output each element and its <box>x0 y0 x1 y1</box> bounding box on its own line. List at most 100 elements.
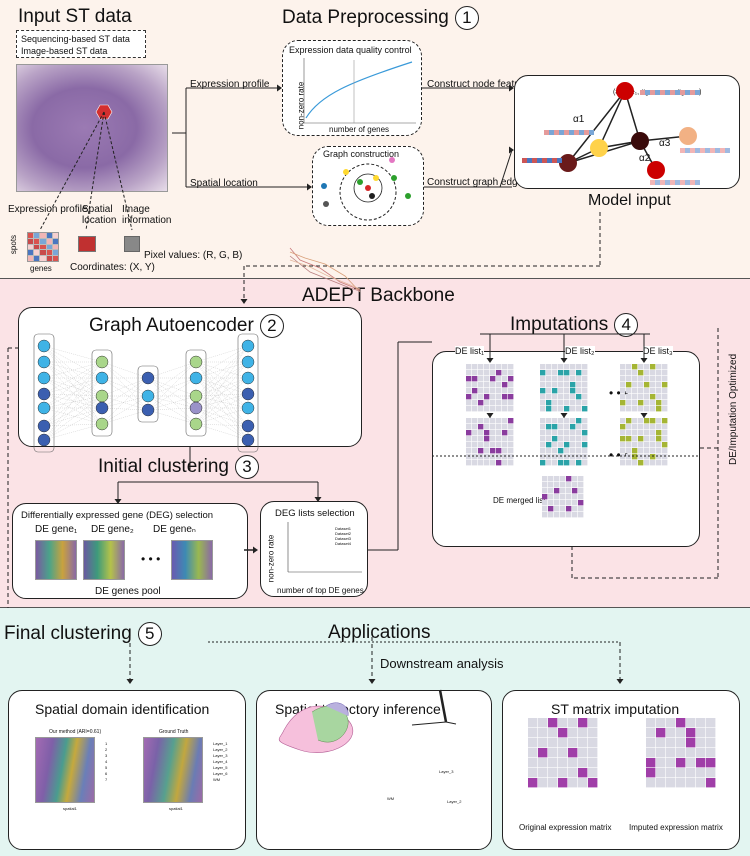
impute-grid-mid <box>582 454 588 460</box>
impute-grid-mid <box>508 448 514 454</box>
impute-grid-top <box>638 394 644 400</box>
imp-matrix <box>646 768 656 778</box>
grid-arrow-head <box>486 413 494 418</box>
impute-grid-top <box>508 382 514 388</box>
ae-edge <box>43 361 103 427</box>
heat-cell <box>52 256 58 261</box>
impute-grid-mid <box>490 448 496 454</box>
impute-grid-mid <box>632 436 638 442</box>
impute-grid-top <box>662 406 668 412</box>
impute-grid-top <box>478 382 484 388</box>
impute-grid-merged <box>554 500 560 506</box>
ae-edge <box>43 361 103 397</box>
graph-node <box>357 179 363 185</box>
impute-grid-mid <box>582 448 588 454</box>
impute-grid-top <box>472 370 478 376</box>
orig-matrix <box>588 768 598 778</box>
imp-matrix <box>646 758 656 768</box>
impute-grid-mid <box>552 430 558 436</box>
deg-series <box>289 259 361 290</box>
heat-cell <box>46 238 52 244</box>
traj-label-layer3: Layer_3 <box>439 769 454 774</box>
impute-grid-mid <box>650 448 656 454</box>
node-feature-bar <box>589 130 594 135</box>
spatial-location-label: Spatial location <box>82 204 117 226</box>
ae-edge <box>195 423 249 441</box>
impute-grid-top <box>638 388 644 394</box>
node-feature-bar <box>660 90 665 95</box>
impute-grid-top <box>540 400 546 406</box>
legend-dataset4: Dataset4 <box>335 541 352 546</box>
ae-edge <box>195 395 249 441</box>
impute-grid-mid <box>502 442 508 448</box>
impute-grid-mid <box>552 454 558 460</box>
heat-cell <box>34 233 40 238</box>
ae-edge <box>101 395 149 411</box>
ae-layer-node <box>241 433 255 447</box>
to-imp-head <box>616 679 624 684</box>
ae-layer-node <box>37 339 51 353</box>
traj-edge-3 <box>445 721 457 725</box>
impute-grid-top <box>620 370 626 376</box>
node-feature-bar <box>552 158 557 163</box>
impute-grid-mid <box>650 442 656 448</box>
impute-grid-top <box>638 364 644 370</box>
ae-edge <box>101 377 149 409</box>
step-2-badge: 2 <box>259 314 284 338</box>
impute-grid-top <box>582 406 588 412</box>
ae-layer-node <box>141 371 155 385</box>
imp-matrix <box>676 718 686 728</box>
imp-matrix <box>696 778 706 788</box>
deg-legend: Dataset1 Dataset2 Dataset3 Dataset4 <box>335 526 351 546</box>
node-feature-bar <box>655 180 660 185</box>
impute-grid-top <box>576 370 582 376</box>
legend-l3: 3 <box>105 753 108 758</box>
model-to-gae-head <box>240 299 248 304</box>
impute-grid-mid <box>502 424 508 430</box>
ae-edge <box>43 423 103 427</box>
impute-grid-top <box>540 394 546 400</box>
impute-grid-top <box>620 406 626 412</box>
impute-grid-merged <box>542 482 548 488</box>
impute-grid-top <box>576 406 582 412</box>
ae-layer-node <box>189 417 203 431</box>
impute-grid-top <box>502 394 508 400</box>
ae-edge <box>43 377 103 395</box>
orig-matrix <box>558 738 568 748</box>
impute-grid-mid <box>490 436 496 442</box>
impute-grid-mid <box>466 418 472 424</box>
impute-grid-top <box>552 394 558 400</box>
orig-matrix <box>548 718 558 728</box>
de-merged-list-label: DE merged list <box>493 496 546 505</box>
impute-grid-merged <box>578 506 584 512</box>
impute-grid-mid <box>496 454 502 460</box>
impute-grid-top <box>546 388 552 394</box>
imp-matrix <box>686 768 696 778</box>
node-feature-bar <box>695 180 700 185</box>
impute-grid-mid <box>472 418 478 424</box>
ae-layer-node <box>141 389 155 403</box>
impute-grid-top <box>620 376 626 382</box>
node-feature-bar <box>549 130 554 135</box>
expr-profile-label: Expression profile <box>8 204 88 215</box>
impute-grid-mid <box>496 436 502 442</box>
imp-matrix <box>666 728 676 738</box>
impute-grid-top <box>478 394 484 400</box>
orig-matrix <box>538 778 548 788</box>
impute-grid-top <box>662 382 668 388</box>
impute-grid-top <box>546 376 552 382</box>
impute-grid-top <box>540 370 546 376</box>
orig-matrix <box>568 728 578 738</box>
impute-grid-mid <box>546 454 552 460</box>
ae-edge <box>101 377 149 425</box>
impute-grid-mid <box>546 436 552 442</box>
impute-grid-top <box>540 376 546 382</box>
step-4-badge: 4 <box>614 313 639 337</box>
impute-grid-mid <box>620 442 626 448</box>
impute-grid-mid <box>558 460 564 466</box>
imp-matrix <box>686 778 696 788</box>
impute-grid-mid <box>540 442 546 448</box>
node-feature-bar <box>700 148 705 153</box>
input-title: Input ST data <box>18 6 132 27</box>
